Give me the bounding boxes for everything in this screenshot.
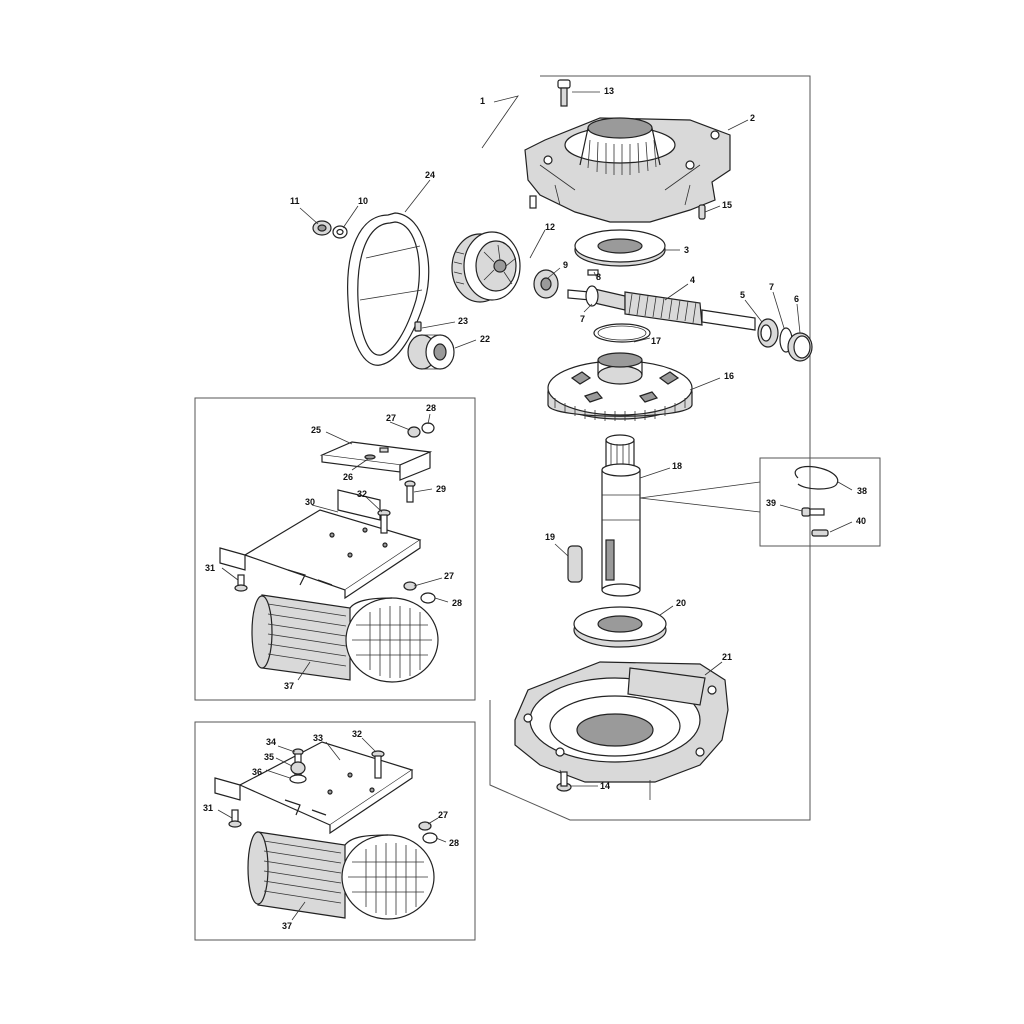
callout-22: 22 [480, 334, 490, 344]
callout-29: 29 [436, 484, 446, 494]
callout-2: 2 [750, 113, 755, 123]
callout-12: 12 [545, 222, 555, 232]
callout-3: 3 [684, 245, 689, 255]
worm-shaft-4 [567, 287, 756, 331]
nut-11 [312, 220, 332, 236]
washer-36 [289, 774, 307, 784]
callout-17: 17 [651, 336, 661, 346]
motor-plate-30 [219, 489, 422, 600]
electric-motor-37-b [247, 831, 435, 920]
callout-7-left: 7 [580, 314, 585, 324]
grub-screw-23 [414, 321, 422, 332]
motor-variant-b-box [194, 721, 476, 941]
large-pulley-12 [451, 231, 521, 303]
lower-housing-21 [514, 661, 729, 800]
callout-8: 8 [596, 272, 601, 282]
output-shaft-18 [601, 434, 641, 597]
callout-27-c: 27 [438, 810, 448, 820]
callout-11: 11 [290, 196, 300, 206]
callout-numbers: 1 2 3 4 5 6 7 7 8 9 10 11 12 13 14 15 16… [203, 86, 867, 931]
callout-18: 18 [672, 461, 682, 471]
worm-wheel-16 [547, 352, 693, 421]
bolt-14 [556, 771, 572, 792]
bearing-5 [757, 318, 779, 348]
circlip-17 [593, 323, 651, 343]
callout-6: 6 [794, 294, 799, 304]
callout-20: 20 [676, 598, 686, 608]
callout-31-a: 31 [205, 563, 215, 573]
callout-37-a: 37 [284, 681, 294, 691]
upper-housing [524, 117, 731, 223]
bearing-20 [573, 606, 667, 648]
callout-9: 9 [563, 260, 568, 270]
bolt-31-a [234, 574, 248, 592]
washer-28-b [420, 592, 436, 604]
dowel-pin-15 [698, 204, 706, 220]
callout-28-c: 28 [449, 838, 459, 848]
callout-32-b: 32 [352, 729, 362, 739]
circlip-38 [794, 465, 839, 490]
callout-21: 21 [722, 652, 732, 662]
callout-25: 25 [311, 425, 321, 435]
callout-23: 23 [458, 316, 468, 326]
callout-32-a: 32 [357, 489, 367, 499]
bearing-3 [574, 229, 666, 267]
motor-variant-a-box [194, 397, 476, 701]
callout-27-b: 27 [444, 571, 454, 581]
assembly-1-frame [489, 75, 811, 821]
bearing-9 [533, 269, 559, 299]
callout-13: 13 [604, 86, 614, 96]
v-belt-24 [347, 212, 430, 366]
spring-35 [290, 761, 306, 775]
end-cap-6 [787, 332, 813, 362]
nut-27-a [407, 426, 421, 438]
bolt-32-b [371, 750, 385, 779]
callout-16: 16 [724, 371, 734, 381]
bolt-31-b [228, 809, 242, 828]
bolt-29 [404, 480, 416, 503]
callout-14: 14 [600, 781, 610, 791]
callout-38: 38 [857, 486, 867, 496]
grub-screw-40 [811, 529, 829, 537]
callout-30: 30 [305, 497, 315, 507]
callout-34: 34 [266, 737, 276, 747]
callout-35: 35 [264, 752, 274, 762]
callout-28-a: 28 [426, 403, 436, 413]
bracket-25 [319, 441, 433, 481]
leader-lines [217, 91, 853, 921]
callout-31-b: 31 [203, 803, 213, 813]
detail-box-38-40 [759, 457, 881, 547]
callout-26: 26 [343, 472, 353, 482]
electric-motor-37-a [251, 594, 439, 683]
callout-19: 19 [545, 532, 555, 542]
callout-39: 39 [766, 498, 776, 508]
washer-28-a [421, 422, 435, 434]
nut-27-b [403, 581, 417, 591]
slot-26 [364, 454, 376, 460]
screw-39 [801, 507, 825, 517]
motor-plate-33 [214, 741, 414, 835]
callout-15: 15 [722, 200, 732, 210]
key-8 [587, 269, 599, 276]
washer-10 [332, 225, 348, 239]
bolt-13 [557, 79, 571, 107]
callout-40: 40 [856, 516, 866, 526]
callout-36: 36 [252, 767, 262, 777]
callout-1: 1 [480, 96, 485, 106]
callout-10: 10 [358, 196, 368, 206]
key-19 [567, 545, 583, 583]
callout-37-b: 37 [282, 921, 292, 931]
washer-28-c [422, 832, 438, 844]
callout-27-a: 27 [386, 413, 396, 423]
motor-pulley-22 [407, 334, 455, 370]
callout-28-b: 28 [452, 598, 462, 608]
callout-7-right: 7 [769, 282, 774, 292]
callout-4: 4 [690, 275, 695, 285]
collar-7-left [585, 285, 599, 307]
callout-33: 33 [313, 733, 323, 743]
callout-5: 5 [740, 290, 745, 300]
callout-24: 24 [425, 170, 435, 180]
